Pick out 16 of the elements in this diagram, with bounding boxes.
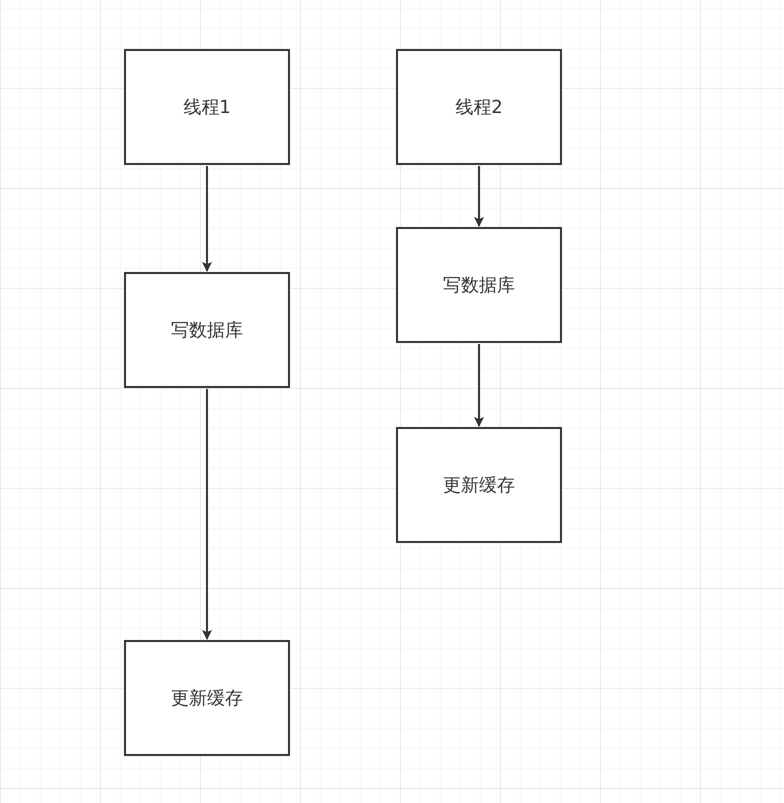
box-label: 更新缓存 [443,474,515,498]
arrow [202,166,212,272]
process-box [124,272,290,388]
box-label: 写数据库 [171,318,243,342]
arrow [474,344,484,427]
box-label: 线程2 [455,96,503,120]
arrow [474,166,484,227]
process-box [396,427,562,543]
box-label: 更新缓存 [171,686,243,710]
process-box [396,49,562,165]
process-box [124,49,290,165]
arrow [202,389,212,640]
box-label: 写数据库 [443,274,515,298]
process-box [124,640,290,756]
box-label: 线程1 [183,96,231,120]
process-box [396,227,562,343]
